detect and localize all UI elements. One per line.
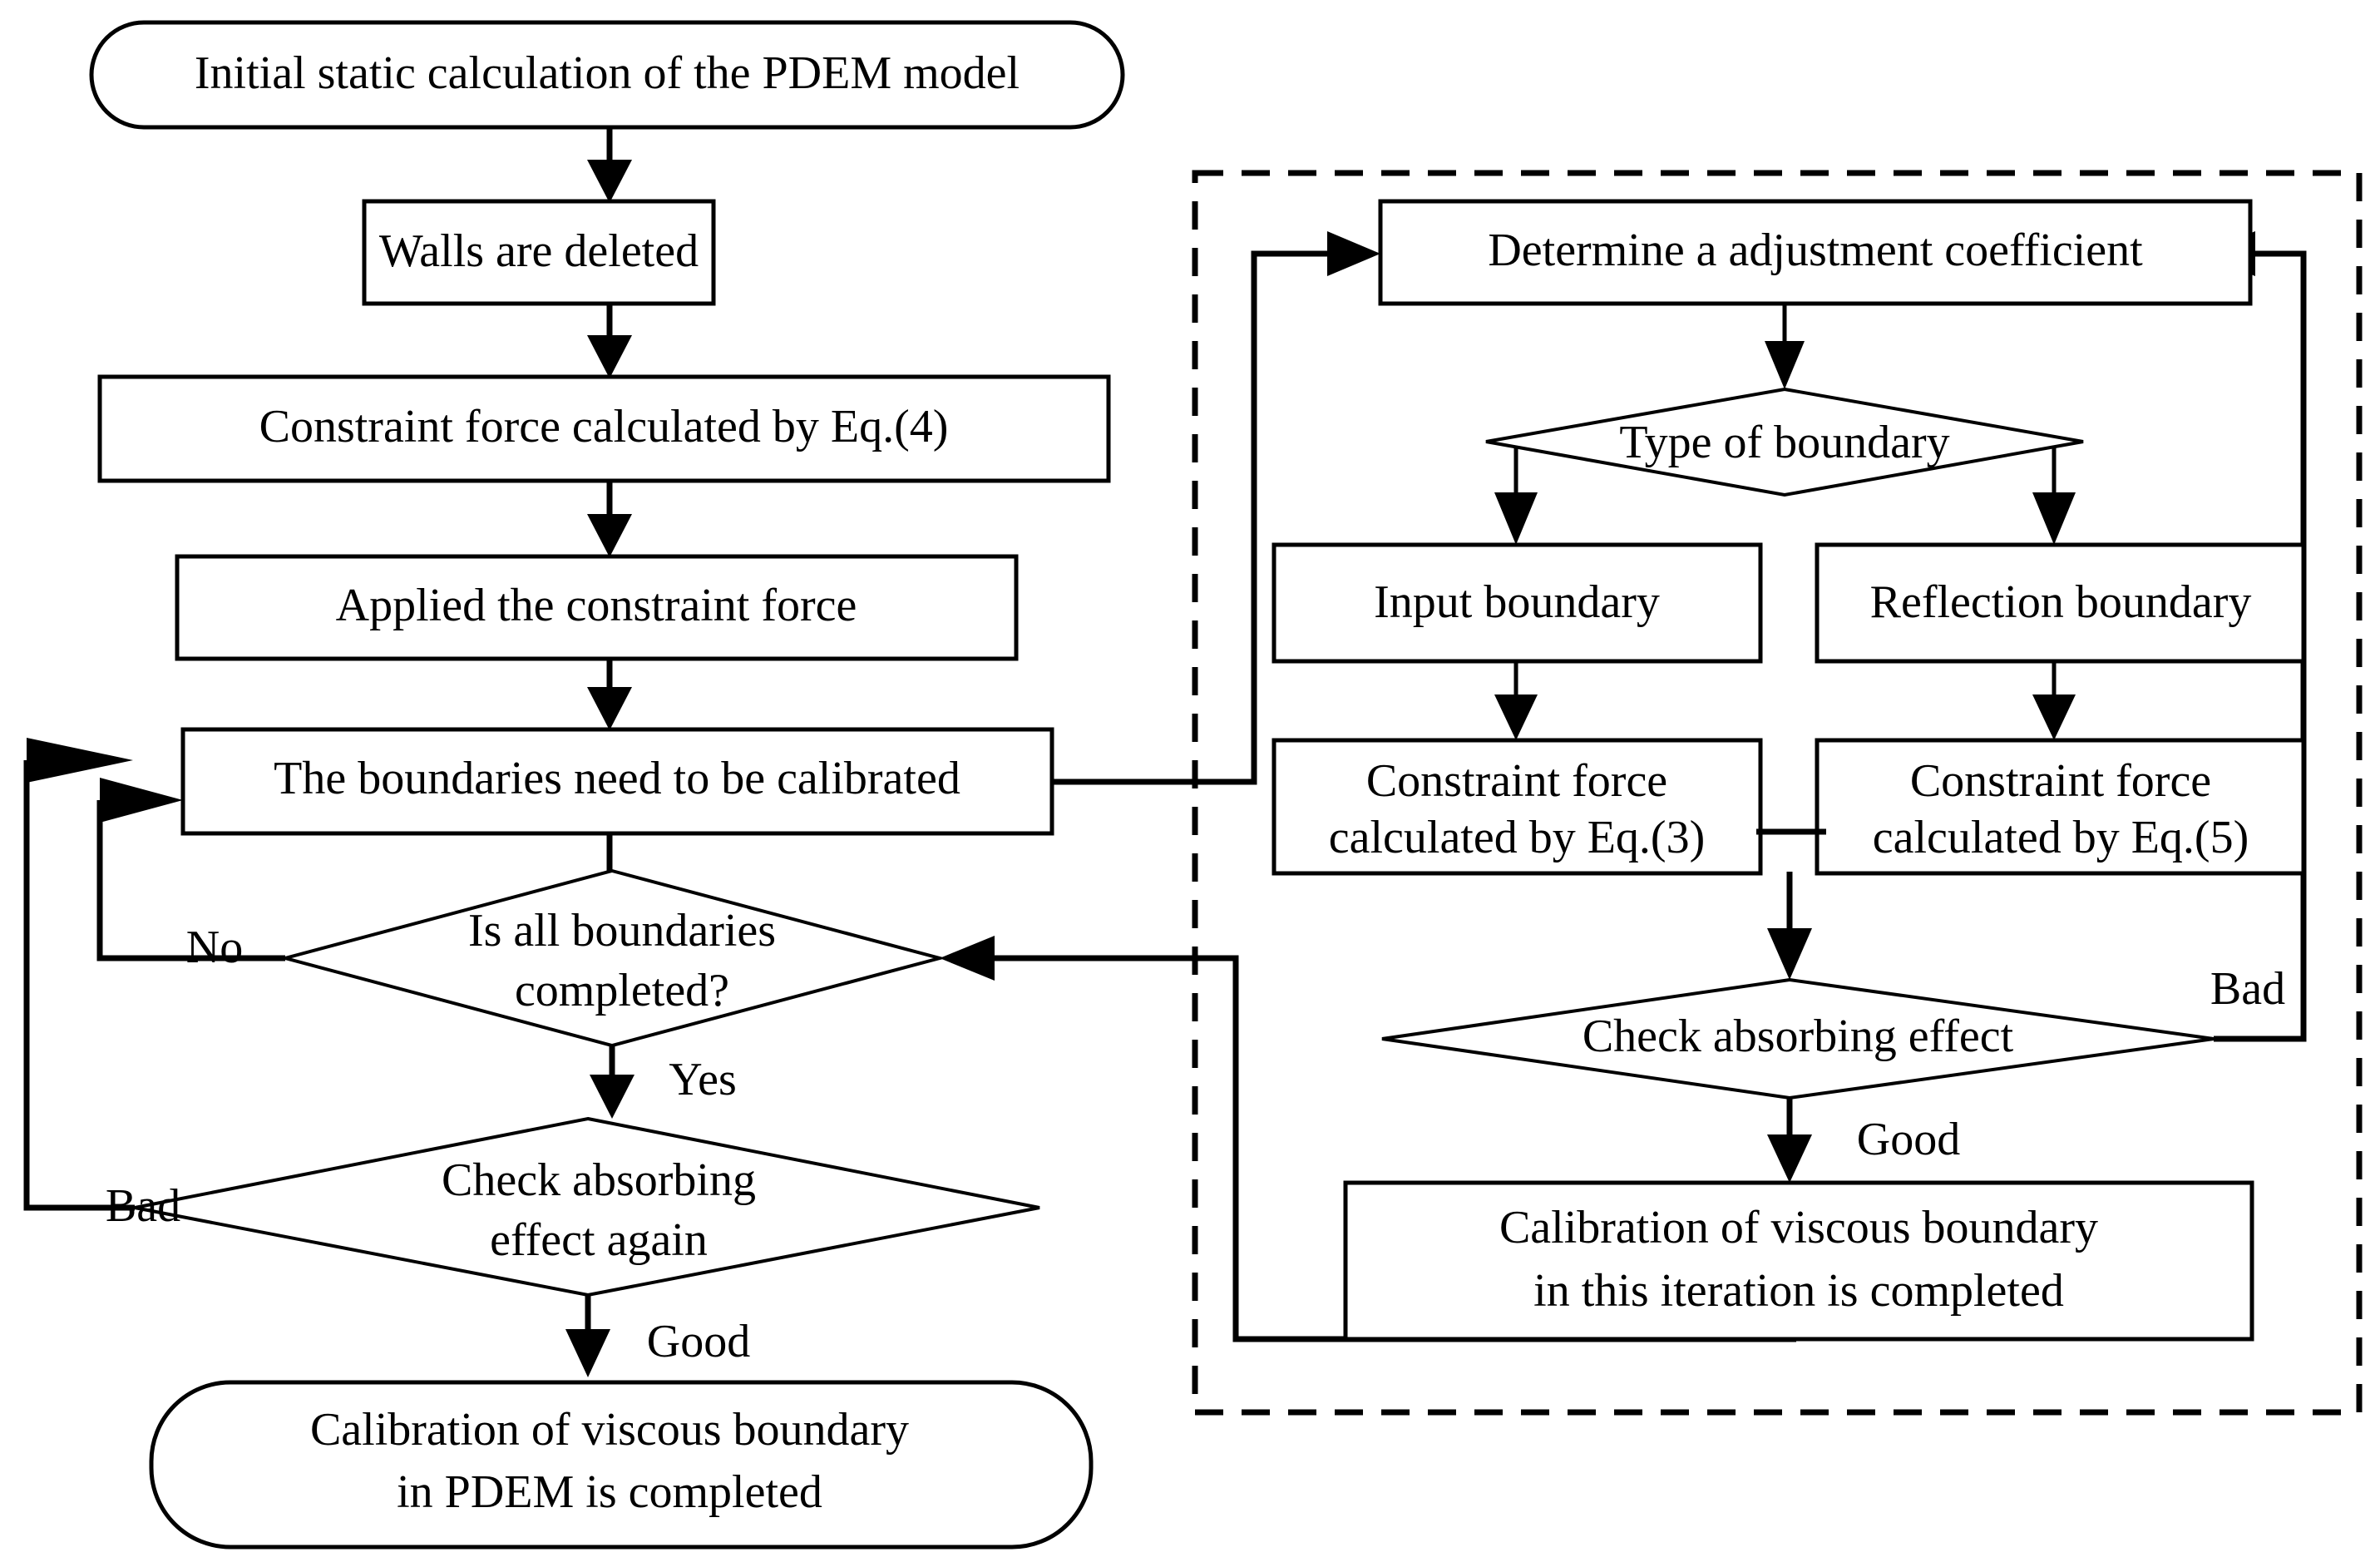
arrowhead-walls-to-eq4 xyxy=(587,335,632,378)
node-end-line2: in PDEM is completed xyxy=(397,1466,822,1518)
edge-label-bad-left: Bad xyxy=(106,1180,180,1232)
node-check-absorbing-effect-label: Check absorbing effect xyxy=(1583,1011,2014,1062)
node-determine-coefficient-label: Determine a adjustment coefficient xyxy=(1488,225,2143,276)
node-constraint-eq3[interactable] xyxy=(1271,738,1763,876)
node-end-calibration-complete[interactable] xyxy=(149,1380,1094,1550)
edge-label-yes: Yes xyxy=(669,1054,736,1105)
node-check-absorbing-again-line1: Check absorbing xyxy=(442,1154,756,1206)
subprocess-dashed-boundary xyxy=(1192,170,2363,1416)
node-boundaries-calibrate-label: The boundaries need to be calibrated xyxy=(274,753,960,804)
node-iteration-completed-line1: Calibration of viscous boundary xyxy=(1499,1202,2098,1253)
arrowhead-merge-to-check xyxy=(1767,928,1812,980)
node-boundaries-calibrate[interactable] xyxy=(180,727,1054,836)
arrowhead-applied-to-calibrate xyxy=(587,687,632,730)
arrowhead-type-to-reflection xyxy=(2032,492,2076,545)
arrowhead-check-good xyxy=(1767,1134,1812,1183)
arrowhead-coefficient-to-type xyxy=(1765,341,1805,389)
node-reflection-boundary-label: Reflection boundary xyxy=(1870,576,2252,628)
node-constraint-eq3-line2: calculated by Eq.(3) xyxy=(1329,812,1705,863)
node-check-absorbing-again[interactable] xyxy=(134,1116,1040,1298)
node-walls-deleted-label: Walls are deleted xyxy=(379,225,699,277)
node-type-of-boundary[interactable] xyxy=(1485,387,2084,497)
node-iteration-completed-line2: in this iteration is completed xyxy=(1533,1265,2064,1317)
node-walls-deleted[interactable] xyxy=(362,199,716,306)
node-reflection-boundary[interactable] xyxy=(1815,542,2306,664)
node-input-boundary-label: Input boundary xyxy=(1374,576,1660,628)
edge-bad-feedback xyxy=(23,760,135,1211)
edge-label-good-right: Good xyxy=(1857,1114,1960,1165)
node-is-all-boundaries-line2: completed? xyxy=(515,965,729,1016)
arrowhead-input-to-eq3 xyxy=(1494,694,1538,740)
node-check-absorbing-again-line2: effect again xyxy=(490,1214,708,1266)
edge-label-good-left: Good xyxy=(647,1316,750,1367)
edge-label-no: No xyxy=(186,922,243,973)
edge-no-feedback xyxy=(96,800,285,961)
node-iteration-completed[interactable] xyxy=(1343,1180,2254,1342)
arrowhead-diamond1-yes xyxy=(590,1075,635,1119)
node-start-label: Initial static calculation of the PDEM m… xyxy=(195,47,1020,99)
node-constraint-eq3-line1: Constraint force xyxy=(1366,755,1667,807)
arrowhead-no-feedback xyxy=(100,778,183,823)
node-end-line1: Calibration of viscous boundary xyxy=(310,1404,909,1456)
node-type-of-boundary-label: Type of boundary xyxy=(1619,417,1949,468)
node-applied-force[interactable] xyxy=(175,554,1019,661)
node-start[interactable] xyxy=(89,20,1125,130)
node-constraint-eq5-line2: calculated by Eq.(5) xyxy=(1873,812,2249,863)
node-constraint-eq4-label: Constraint force calculated by Eq.(4) xyxy=(259,401,949,452)
node-check-absorbing-effect[interactable] xyxy=(1381,977,2215,1100)
node-is-all-boundaries-completed[interactable] xyxy=(279,868,946,1048)
node-constraint-eq5[interactable] xyxy=(1815,738,2306,876)
arrowhead-bad-feedback xyxy=(27,738,133,783)
arrowhead-reflection-to-eq5 xyxy=(2032,694,2076,740)
arrowhead-subprocess-to-diamond1 xyxy=(940,936,995,981)
node-determine-coefficient[interactable] xyxy=(1378,199,2253,306)
arrowhead-type-to-input xyxy=(1494,492,1538,545)
arrowhead-start-to-walls xyxy=(587,160,632,203)
node-constraint-eq5-line1: Constraint force xyxy=(1910,755,2211,807)
node-is-all-boundaries-line1: Is all boundaries xyxy=(468,905,776,956)
arrowhead-eq4-to-applied xyxy=(587,514,632,557)
arrowhead-diamond2-good xyxy=(565,1329,610,1377)
node-applied-force-label: Applied the constraint force xyxy=(336,580,857,631)
node-input-boundary[interactable] xyxy=(1271,542,1763,664)
arrowhead-to-determine-coefficient xyxy=(1327,231,1380,276)
edge-calibrate-to-subprocess xyxy=(1052,250,1331,785)
edge-label-bad-right: Bad xyxy=(2210,963,2285,1015)
node-constraint-eq4[interactable] xyxy=(97,374,1111,483)
